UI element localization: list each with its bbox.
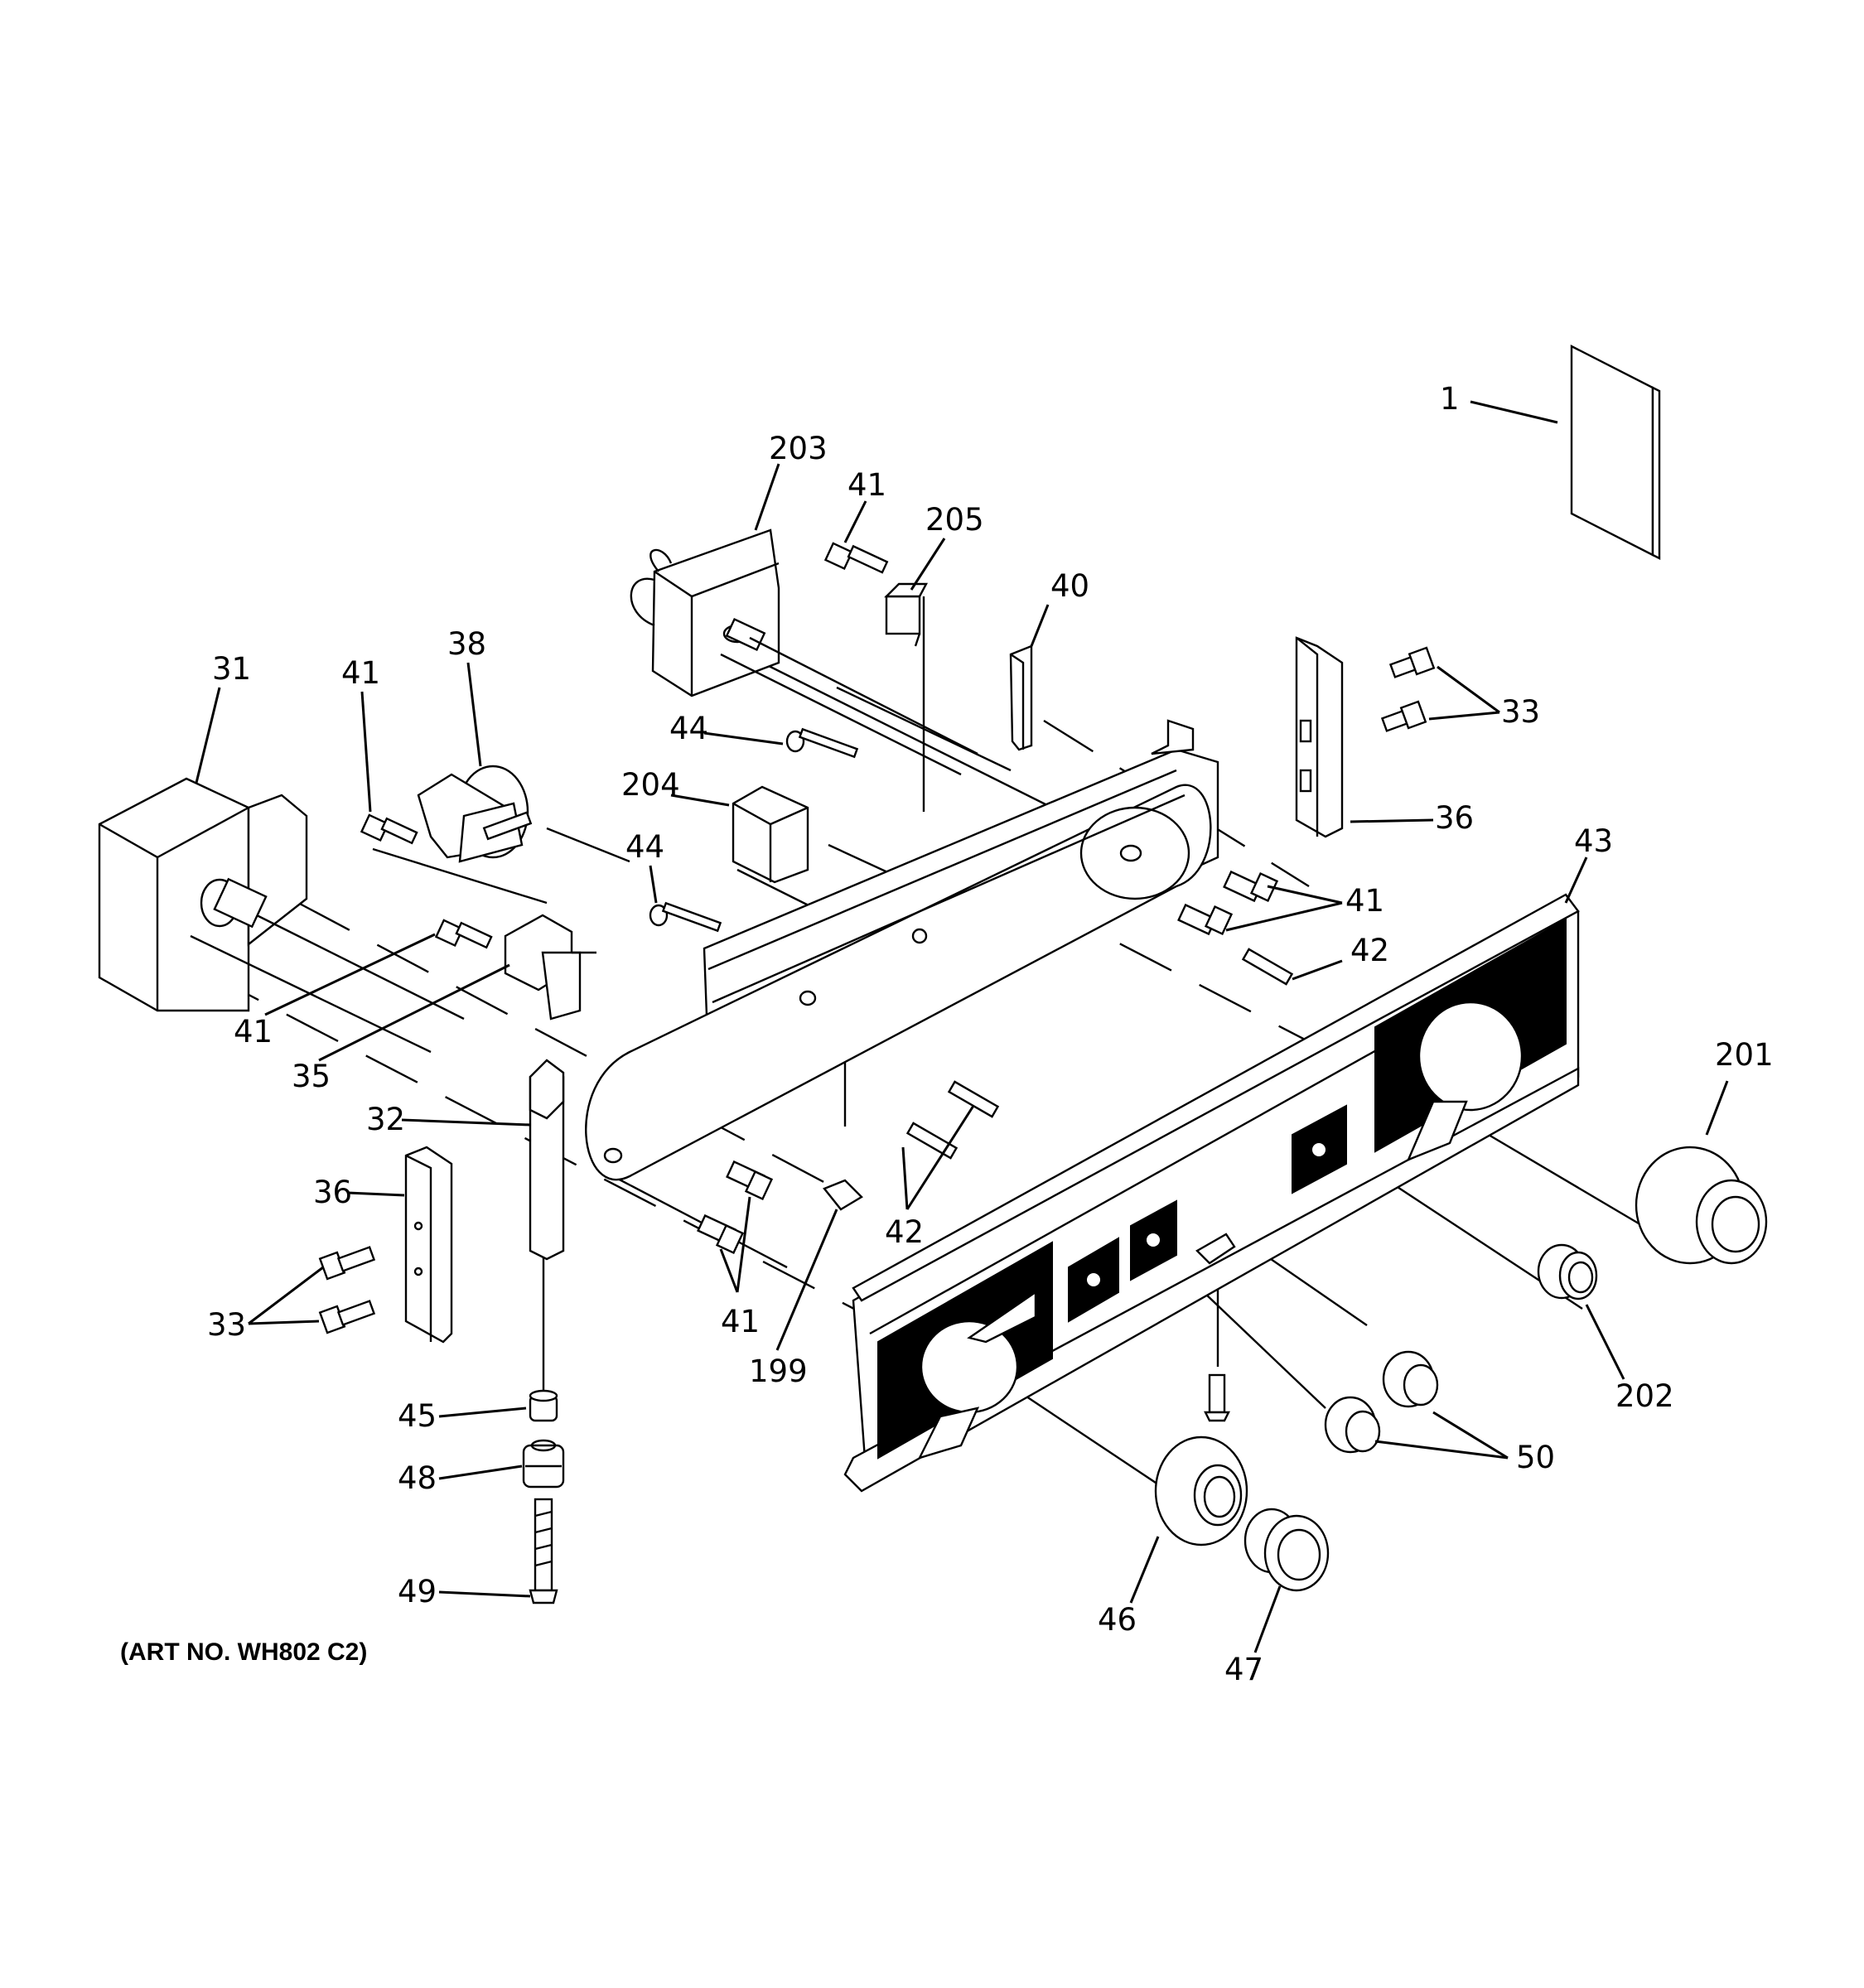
callout-32: 32 (366, 1102, 405, 1137)
callout-49: 49 (398, 1574, 437, 1609)
part-31-control (98, 777, 465, 1054)
callout-50: 50 (1516, 1440, 1555, 1475)
part-46-bezel (1154, 1436, 1248, 1546)
callout-40: 40 (1050, 568, 1089, 604)
callout-36: 36 (313, 1175, 352, 1210)
callout-35: 35 (292, 1059, 331, 1094)
part-36-left-slide (404, 1146, 453, 1344)
callout-1: 1 (1440, 381, 1460, 417)
callout-42: 42 (1350, 933, 1389, 968)
part-201-knob (1635, 1146, 1768, 1265)
part-43-control-panel (843, 893, 1580, 1493)
part-40-bracket (1009, 644, 1033, 751)
callout-202: 202 (1615, 1378, 1674, 1414)
callout-36: 36 (1435, 800, 1474, 836)
part-48-bushing (522, 1439, 565, 1489)
part-35-switch (504, 914, 596, 1021)
part-47-knob (1243, 1508, 1330, 1592)
callout-48: 48 (398, 1460, 437, 1496)
part-1-label-card (1570, 345, 1661, 560)
leader-lines (195, 400, 1729, 1653)
part-199-clip (823, 1179, 863, 1211)
callout-44: 44 (625, 829, 664, 865)
part-38-thermostat (417, 765, 533, 863)
callout-46: 46 (1098, 1602, 1137, 1638)
callout-203: 203 (769, 431, 828, 466)
callout-205: 205 (925, 502, 984, 538)
callout-201: 201 (1715, 1037, 1774, 1073)
callout-47: 47 (1224, 1652, 1263, 1687)
callout-199: 199 (749, 1353, 808, 1389)
part-45-grommet (529, 1389, 558, 1422)
screws (318, 542, 1436, 1422)
callout-45: 45 (398, 1398, 437, 1434)
part-205-switch (884, 582, 928, 647)
callout-44: 44 (669, 711, 708, 746)
part-49-leg-screw (529, 1498, 558, 1604)
art-number-caption: (ART NO. WH802 C2) (120, 1638, 367, 1666)
callout-41: 41 (341, 655, 380, 691)
part-202-knob (1537, 1243, 1598, 1300)
part-32-hinge (529, 1059, 565, 1261)
callout-42: 42 (885, 1214, 924, 1250)
part-204-switch (732, 785, 809, 884)
callout-204: 204 (621, 767, 680, 803)
callout-38: 38 (447, 626, 486, 662)
part-50-knob-skirts (1324, 1350, 1439, 1454)
callout-43: 43 (1574, 823, 1613, 859)
callout-31: 31 (212, 651, 251, 687)
part-36-right-slide (1295, 636, 1344, 838)
callout-41: 41 (721, 1304, 760, 1339)
callout-41: 41 (1345, 883, 1384, 919)
callout-41: 41 (847, 467, 886, 503)
callout-33: 33 (207, 1307, 246, 1343)
callout-33: 33 (1501, 694, 1540, 730)
callouts: 1 203 41 205 40 31 41 38 33 44 204 36 44… (207, 381, 1774, 1687)
callout-41: 41 (234, 1014, 273, 1049)
part-main-bracket (585, 719, 1219, 1181)
part-203-timer (630, 528, 978, 776)
